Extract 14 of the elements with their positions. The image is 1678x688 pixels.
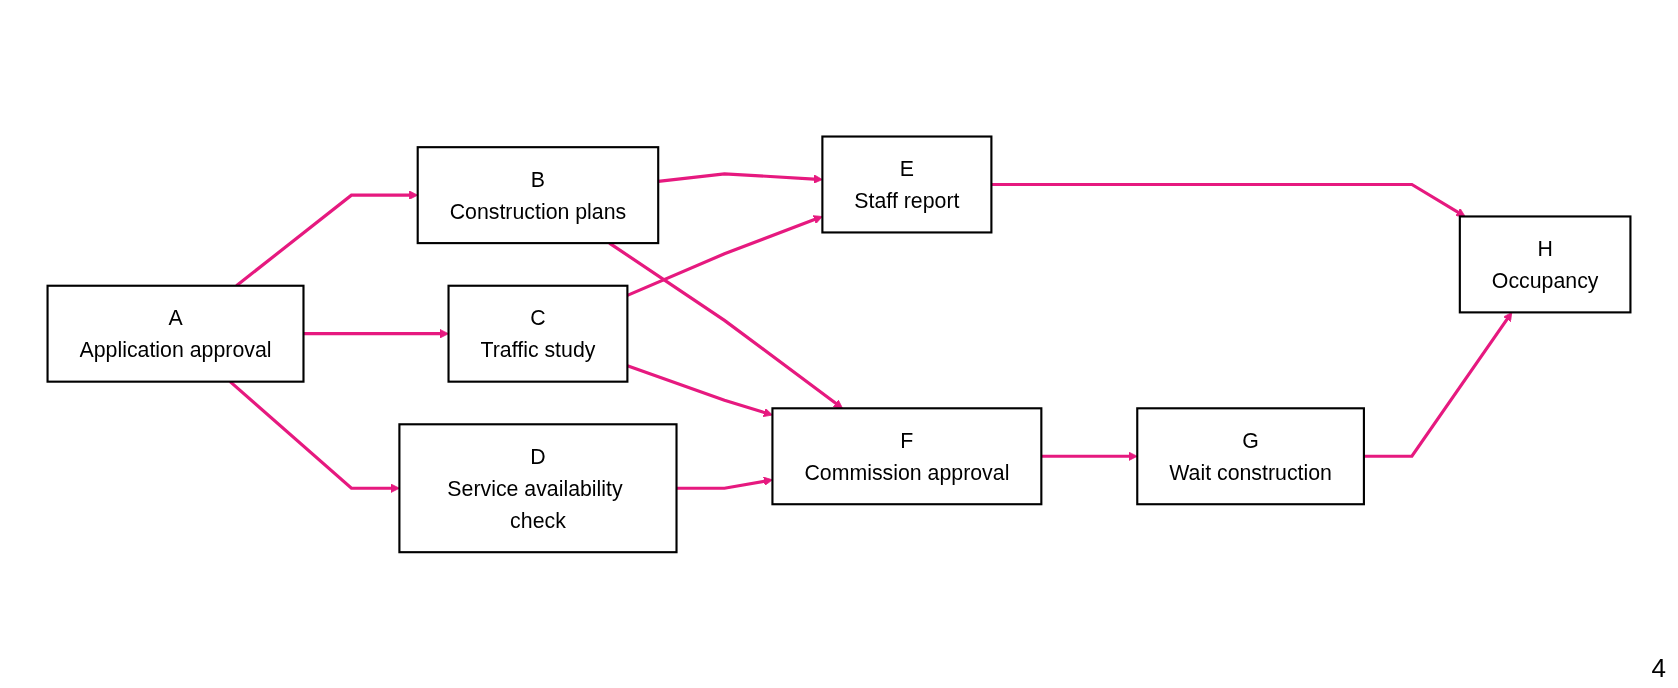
node-box: C Traffic study [447,284,629,383]
node-box: E Staff report [821,135,993,234]
arrow [991,182,1466,217]
node-box: G Wait construction [1136,406,1365,505]
arrow [1041,451,1138,461]
node-box: B Construction plans [416,145,660,244]
arrow [658,171,823,184]
node-box: H Occupancy [1458,215,1632,314]
node-box: A Application approval [46,284,305,383]
node-box: D Service availability check [398,422,678,553]
page-number: 4 [1651,653,1666,684]
node-box: F Commission approval [771,406,1043,505]
arrow [303,328,449,339]
arrow [676,476,773,490]
